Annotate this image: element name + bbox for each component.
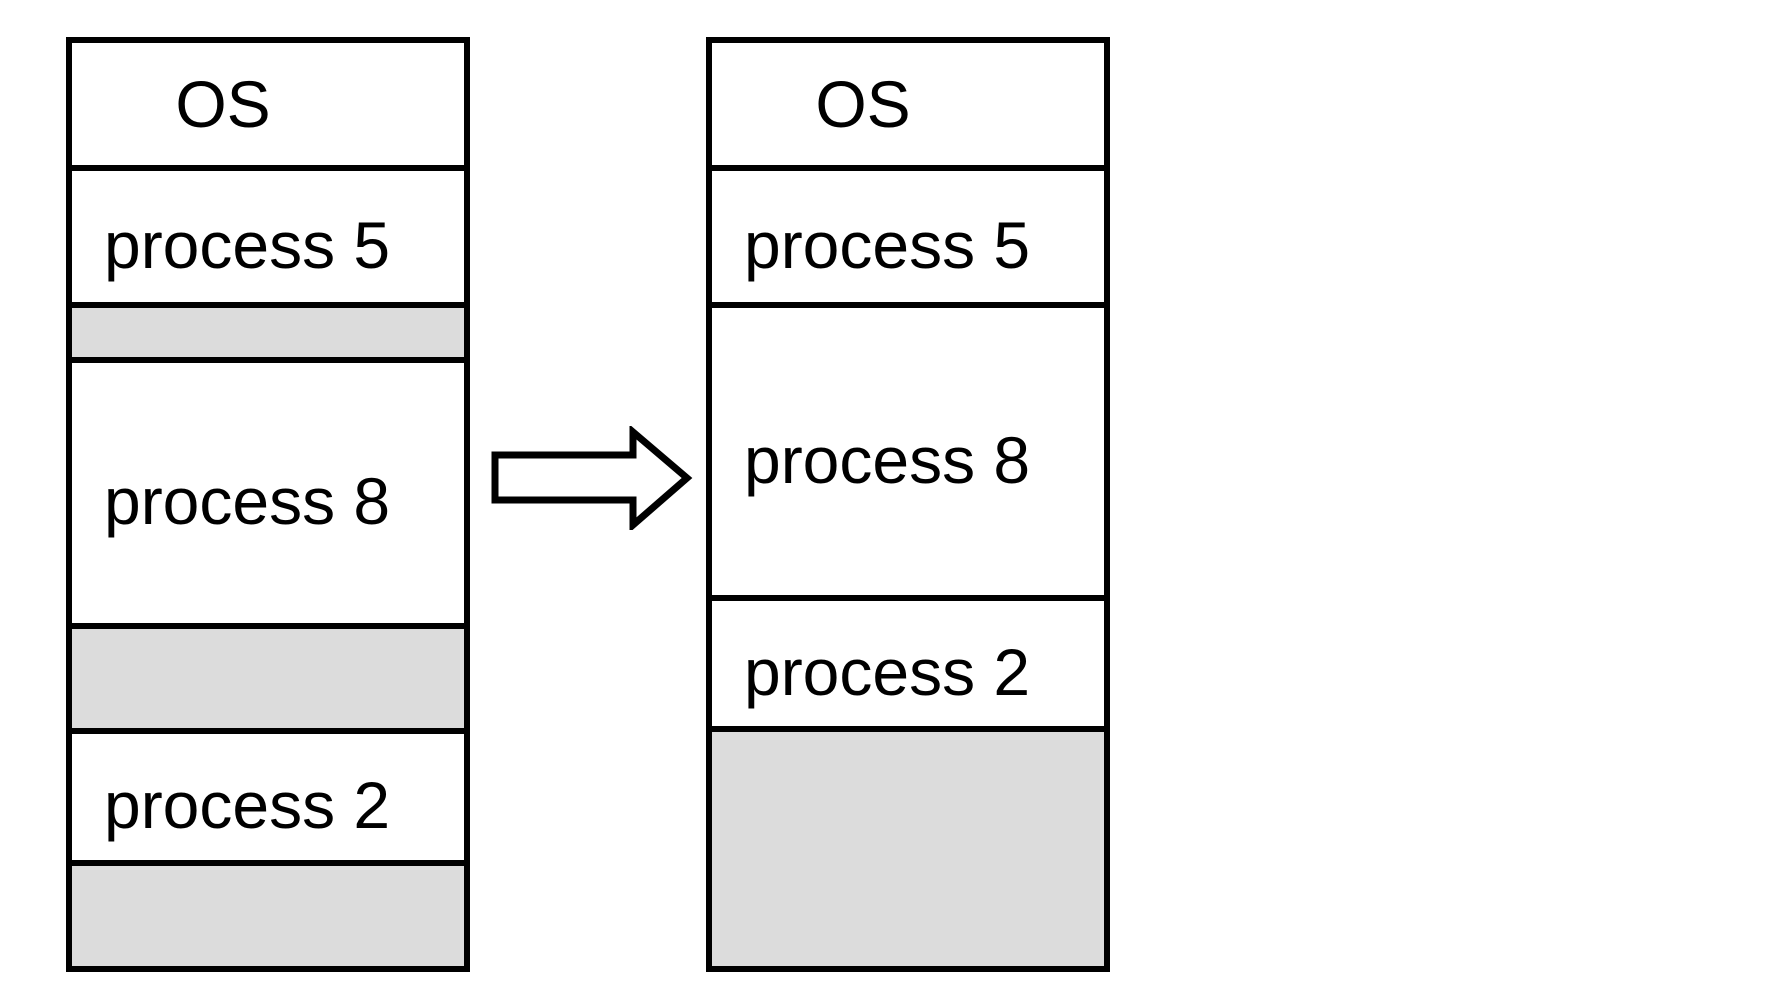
segment-label: process 5 bbox=[104, 207, 391, 282]
memory-segment-process-8: process 8 bbox=[712, 308, 1104, 601]
memory-segment-free bbox=[712, 732, 1104, 966]
memory-segment-process-5: process 5 bbox=[712, 171, 1104, 308]
memory-segment-os: OS bbox=[712, 43, 1104, 171]
memory-segment-process-5: process 5 bbox=[72, 171, 464, 308]
memory-column-after: OS process 5 process 8 process 2 bbox=[706, 37, 1110, 972]
segment-label: OS bbox=[175, 67, 271, 141]
segment-label: process 8 bbox=[744, 422, 1031, 497]
segment-label: OS bbox=[815, 67, 911, 141]
memory-segment-process-8: process 8 bbox=[72, 363, 464, 629]
memory-segment-free bbox=[72, 308, 464, 363]
segment-label: process 5 bbox=[744, 207, 1031, 282]
memory-segment-process-2: process 2 bbox=[72, 734, 464, 866]
memory-segment-free bbox=[72, 866, 464, 966]
memory-column-before: OS process 5 process 8 process 2 bbox=[66, 37, 470, 972]
memory-segment-free bbox=[72, 629, 464, 734]
memory-segment-os: OS bbox=[72, 43, 464, 171]
right-arrow-icon bbox=[491, 426, 693, 530]
segment-label: process 2 bbox=[104, 768, 391, 842]
memory-segment-process-2: process 2 bbox=[712, 601, 1104, 732]
segment-label: process 2 bbox=[744, 634, 1031, 709]
segment-label: process 8 bbox=[104, 464, 391, 538]
